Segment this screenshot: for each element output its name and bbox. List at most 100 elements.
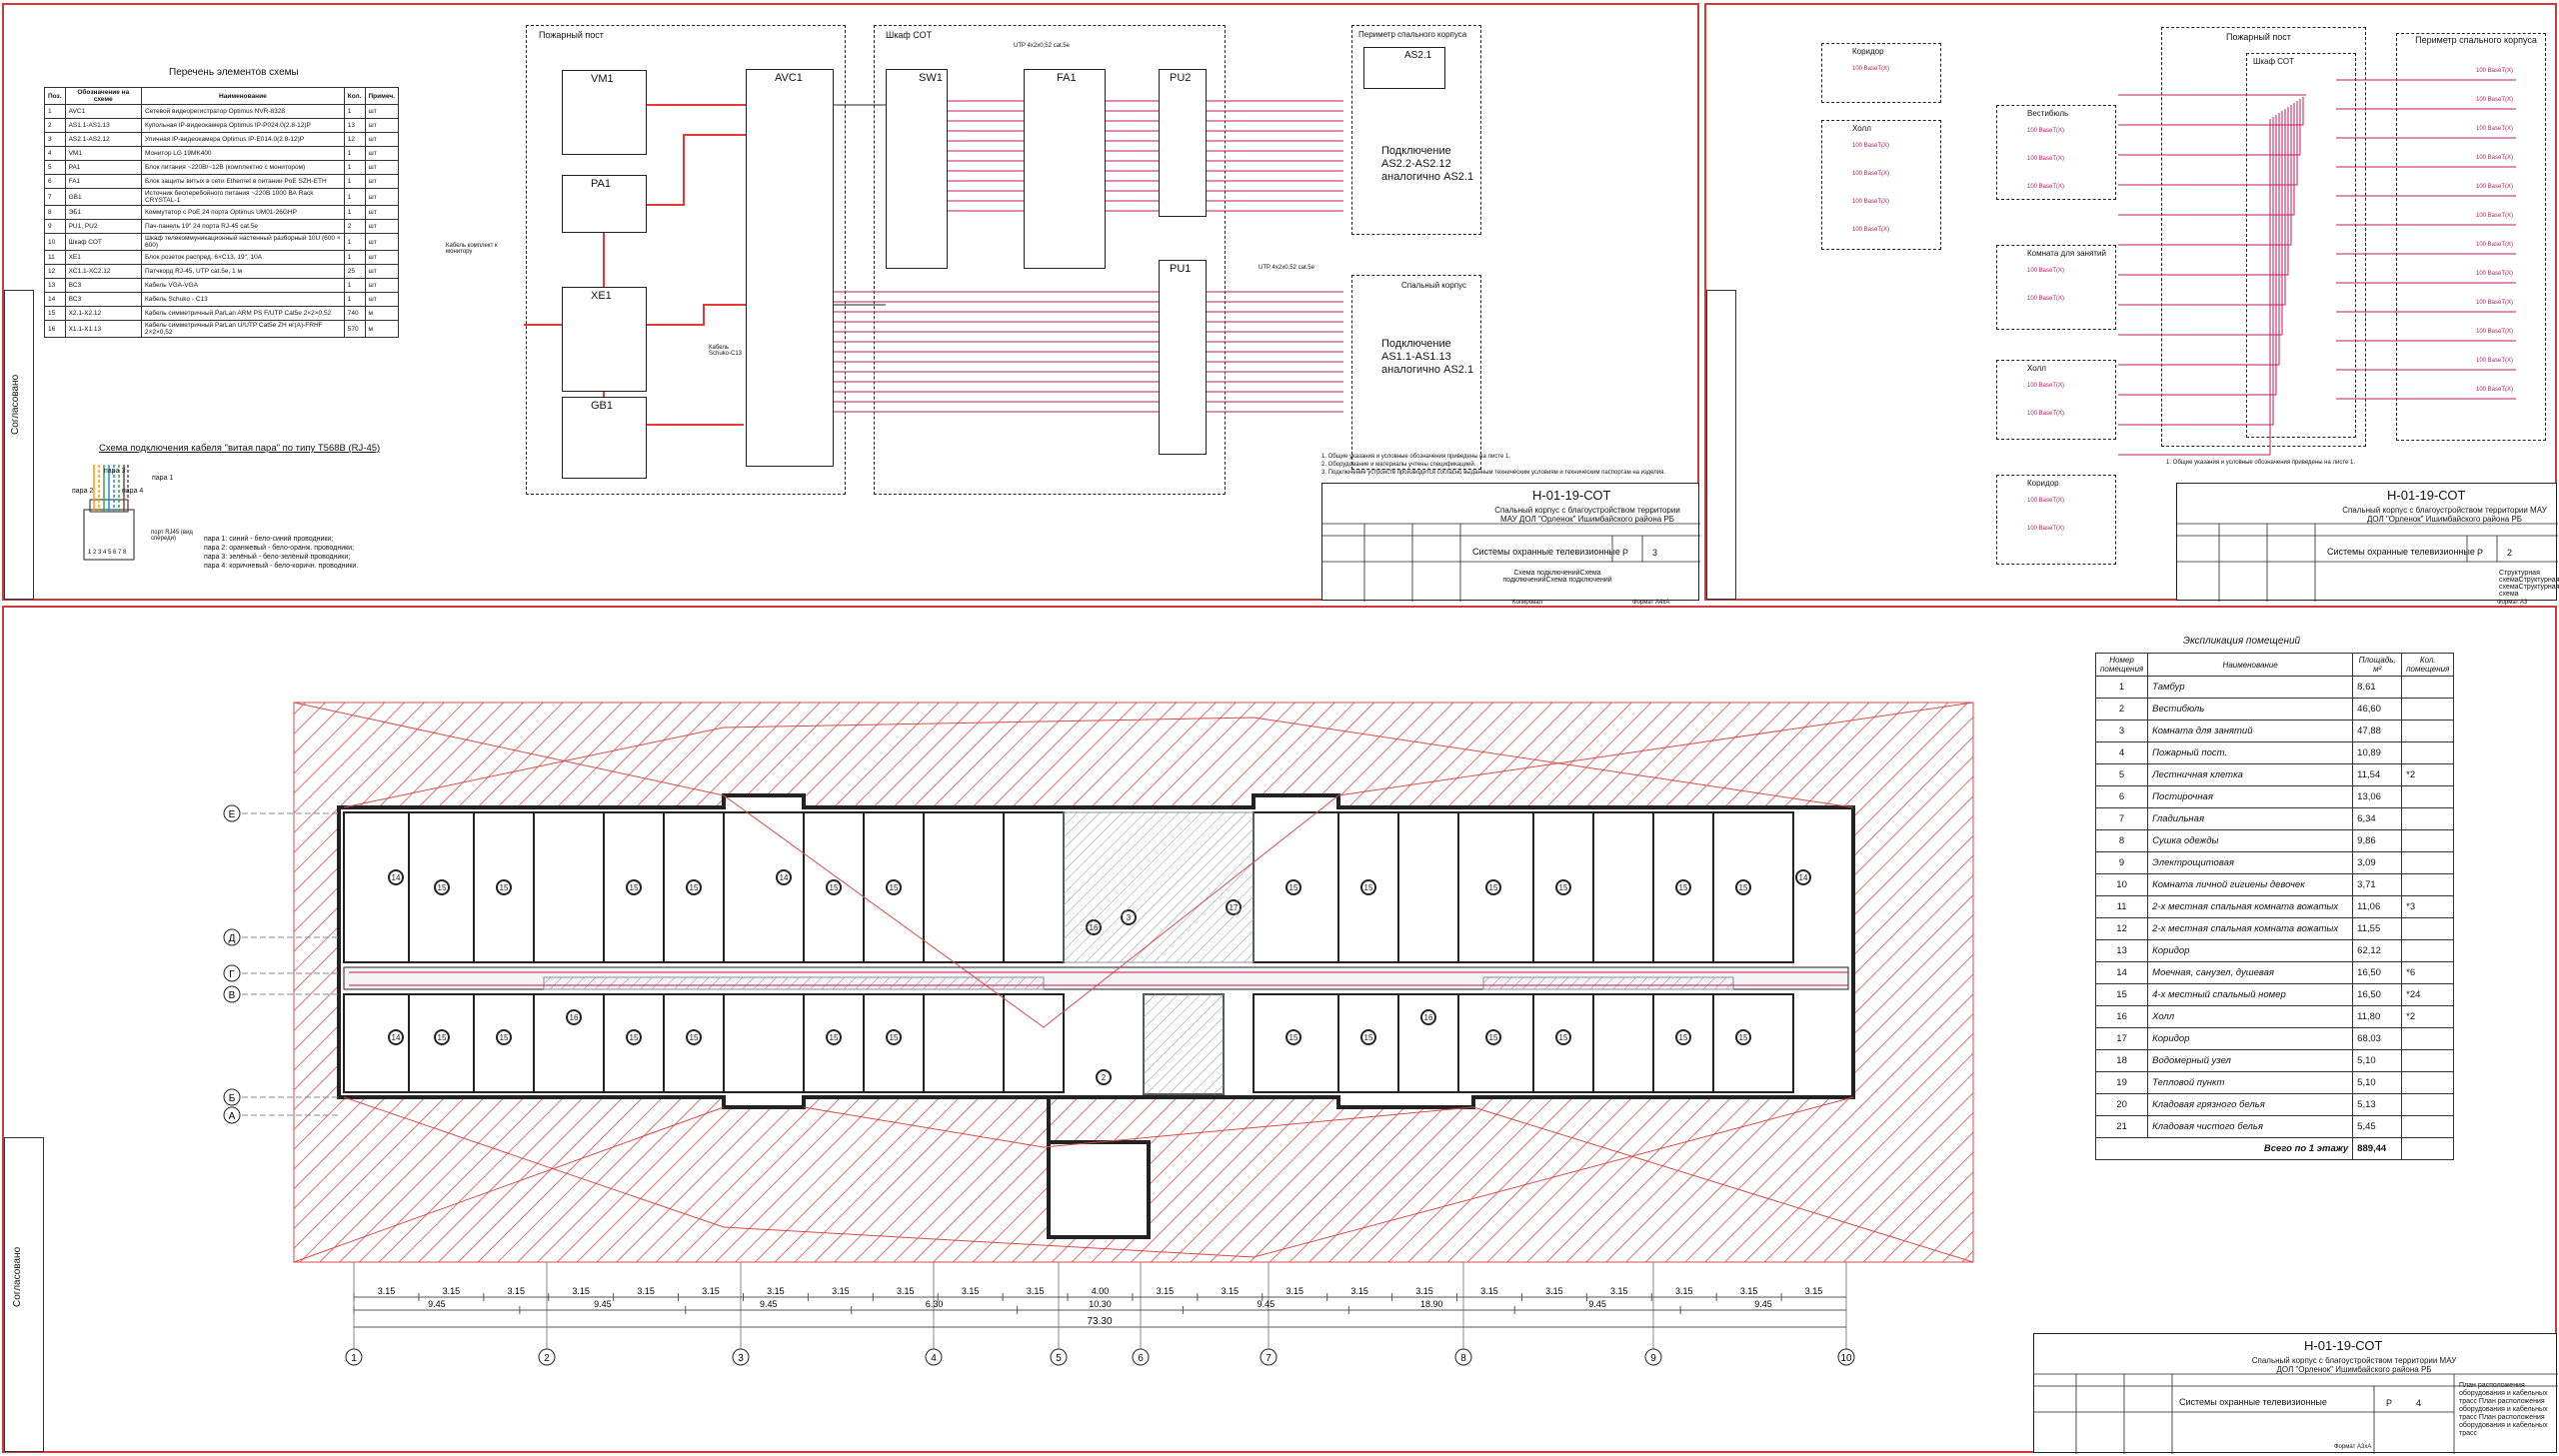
rooms-cell: 19 [2094, 1071, 2149, 1094]
stamp-grid [1322, 523, 1700, 602]
camera-label: 100 BaseT(X) [1852, 143, 1890, 149]
pair-note: пара 1: синий - бело-синий проводники; [204, 536, 334, 543]
camera-label: 100 BaseT(X) [2476, 155, 2514, 161]
axis-marker [1050, 1348, 1068, 1366]
device-as21: AS2.1 [1363, 47, 1445, 89]
monitor-cable-label: Кабель комплект к монитору [446, 243, 498, 255]
pair-note: пара 3: зелёный - бело-зелёный проводник… [204, 554, 351, 561]
rooms-cell: 3,09 [2352, 851, 2403, 874]
camera-label: 100 BaseT(X) [2027, 268, 2065, 274]
axis-marker [223, 928, 241, 946]
stamp-format: Формат А3хА [2334, 1444, 2372, 1450]
room-number-marker [434, 1029, 450, 1045]
elements-col-header: Обозначение на схеме [64, 87, 142, 105]
rooms-cell: 6,34 [2352, 807, 2403, 830]
rooms-cell: Комната для занятий [2147, 720, 2354, 742]
port-label: порт RJ45 (вид спереди) [151, 530, 193, 542]
room-number-marker [1285, 1029, 1301, 1045]
stamp-stage: Р [1622, 548, 1629, 558]
rooms-cell: 16,50 [2352, 983, 2403, 1006]
note: 1. Общие указания и условные обозначения… [1321, 454, 1511, 460]
axis-number: 4 [931, 1353, 937, 1364]
room-number: 15 [690, 883, 699, 892]
dim-value: 3.15 [443, 1286, 461, 1296]
room-number-marker [388, 869, 404, 885]
rooms-cell: Гладильная [2147, 807, 2354, 830]
cable-top-label-2: UTP 4x2x0,52 cat.5e [1259, 265, 1314, 271]
rooms-cell: 11,06 [2352, 895, 2403, 918]
room-upper [723, 811, 805, 963]
dim-value: 3.15 [1545, 1286, 1563, 1296]
rooms-cell [2401, 1115, 2455, 1138]
dim-value: 4.00 [1092, 1286, 1110, 1296]
pair-note: пара 4: коричневый - бело-коричн. провод… [204, 563, 359, 570]
device-label: PU1 [1170, 263, 1192, 275]
room-number-marker [626, 1029, 642, 1045]
rooms-cell: 5,10 [2352, 1071, 2403, 1094]
camera-label: 100 BaseT(X) [2027, 184, 2065, 190]
rooms-cell: Постирочная [2147, 785, 2354, 808]
dim-value: 3.15 [1350, 1286, 1368, 1296]
room-number-marker [1420, 1009, 1436, 1025]
structural-lines [2118, 79, 2516, 456]
rooms-cell: 11,55 [2352, 917, 2403, 940]
pins-label: 1 2 3 4 5 6 7 8 [88, 550, 127, 556]
pair-note: пара 2: оранжевый - бело-оранж. проводни… [204, 545, 355, 552]
axis-number: 10 [1840, 1353, 1852, 1364]
connection-lines [524, 100, 1343, 426]
rj45-diagram [83, 465, 135, 561]
rooms-cell: *6 [2401, 961, 2455, 984]
device-fa1: FA1 [1024, 69, 1106, 269]
total-value: 889,44 [2352, 1137, 2403, 1160]
stamp-sheet-no: 3 [1652, 548, 1658, 558]
camera-label: 100 BaseT(X) [2027, 128, 2065, 134]
room-number: 15 [1364, 883, 1373, 892]
room-number-marker [1735, 1029, 1751, 1045]
device-gb1: GB1 [562, 397, 647, 479]
left-approval-strip-3 [4, 1137, 44, 1452]
pair-label-3: пара 3 [104, 468, 126, 475]
dim-value: 9.45 [428, 1299, 446, 1309]
room-number: 14 [392, 873, 401, 882]
rooms-cell: 3 [2094, 720, 2149, 742]
axis-number: 3 [738, 1353, 744, 1364]
axis-marker [223, 985, 241, 1003]
room-number: 15 [438, 883, 447, 892]
rooms-cell: 5 [2094, 763, 2149, 786]
dim-value: 3.15 [637, 1286, 655, 1296]
camera-view-line [293, 1106, 725, 1263]
rooms-cell [2401, 676, 2455, 699]
dim-value: 3.15 [1285, 1286, 1303, 1296]
dim-value: 9.45 [760, 1299, 778, 1309]
dim-value: 18.90 [1420, 1299, 1443, 1309]
axis-number: 2 [544, 1353, 550, 1364]
dim-value: 3.15 [1805, 1286, 1823, 1296]
room-number: 15 [690, 1033, 699, 1042]
rooms-cell: Комната личной гигиены девочек [2147, 873, 2354, 896]
sheet-floor-plan: Согласовано 1515151515151715151515151515… [2, 606, 2558, 1454]
stamp-grid [2177, 523, 2558, 602]
stamp-stage: Р [2477, 548, 2484, 558]
camera-label: 100 BaseT(X) [2476, 358, 2514, 364]
room-number-marker [1360, 1029, 1376, 1045]
rooms-cell: 16 [2094, 1005, 2149, 1028]
cable-top-label-1: UTP 4x2x0,52 cat.5e [1014, 43, 1070, 49]
room-lower [1592, 993, 1654, 1093]
dim-value: 3.15 [1027, 1286, 1045, 1296]
room-number-marker [1360, 879, 1376, 895]
device-label: AS2.1 [1404, 50, 1432, 61]
dim-value: 10.30 [1089, 1299, 1112, 1309]
stamp-code: Н-01-19-СОТ [2387, 488, 2466, 503]
room-upper [1592, 811, 1654, 963]
rooms-cell: 4 [2094, 741, 2149, 764]
room-number-marker [1675, 1029, 1691, 1045]
rooms-cell: Кладовая грязного белья [2147, 1093, 2354, 1116]
camera-view-line [1337, 702, 1974, 796]
